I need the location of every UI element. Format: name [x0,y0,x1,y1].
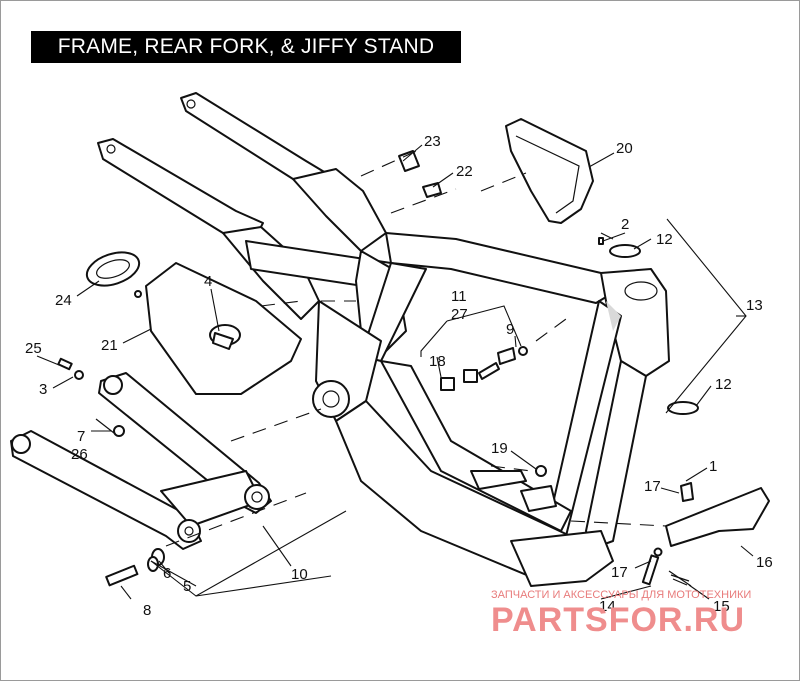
jiffy-washer [653,547,663,557]
rear-fork-assembly [10,372,272,550]
oval-emblem-cap [85,251,141,287]
callout-3: 3 [39,381,47,398]
callout-8: 8 [143,602,151,619]
pivot-hole [322,390,340,408]
rear-crossmember [292,168,387,252]
callout-4: 4 [204,273,212,290]
callout-12-lower: 12 [715,376,732,393]
callout-19: 19 [491,440,508,457]
callout-2: 2 [621,216,629,233]
callout-9: 9 [506,321,514,338]
key [478,362,500,380]
assembly-line [390,188,457,214]
callout-22: 22 [456,163,473,180]
front-lower-crossmember [510,530,614,587]
lock-spring-housing [497,347,516,365]
callout-13: 13 [746,297,763,314]
frame-assembly [97,92,670,587]
lock-spring [518,346,528,356]
callout-23: 23 [424,133,441,150]
right-axle-boss [103,375,123,395]
assembly-line [165,492,307,547]
callout-18: 18 [429,353,446,370]
callout-16: 16 [756,554,773,571]
lock-body [440,377,455,391]
bushing-stud [57,357,73,371]
left-axle-boss [11,434,31,454]
emblem-clip [212,332,234,350]
right-pivot-boss [244,484,270,510]
callout-20: 20 [616,140,633,157]
cover-grommet [134,290,142,298]
callout-7: 7 [77,428,85,445]
callout-21: 21 [101,337,118,354]
callout-27: 27 [451,306,468,323]
seal [147,556,159,572]
wire-clip [398,150,420,172]
callout-1: 1 [709,458,717,475]
plug [535,465,547,477]
jiffy-stand-bracket [520,485,557,512]
jiffy-stand-assembly [641,482,770,587]
callout-15: 15 [713,598,730,615]
watermark-tagline: ЗАПЧАСТИ И АКСЕССУАРЫ ДЛЯ МОТОТЕХНИКИ [491,589,751,601]
assembly-line [570,520,667,527]
diagram-title: FRAME, REAR FORK, & JIFFY STAND [31,31,461,63]
inner-lower-rail [380,360,572,532]
callout-5: 5 [183,578,191,595]
callout-11: 11 [451,288,467,305]
assembly-line [360,148,422,177]
swingarm-pivot-bore [312,380,350,418]
upper-bearing-cup [609,244,641,258]
watermark-logo: PARTSFOR.RU [491,601,745,639]
cable-clip [422,182,442,198]
stop-bolt [680,482,694,502]
callout-17-lower: 17 [611,564,628,581]
callout-6: 6 [163,565,171,582]
swingarm-left-leg [10,430,202,550]
assembly-line [480,172,527,192]
assembly-line [230,408,322,442]
assembly-line [535,318,567,342]
callout-25: 25 [25,340,42,357]
jiffy-stand-leg [665,487,770,547]
assembly-line [260,300,302,307]
callout-17-upper: 17 [644,478,661,495]
transmission-mount [470,470,527,490]
callout-24: 24 [55,292,72,309]
rail-hole [106,144,116,154]
left-pivot-boss [177,519,201,543]
assembly-line [490,465,532,472]
callout-14: 14 [599,598,616,615]
battery-cover [505,118,594,224]
pivot-shaft-bolt [105,564,139,587]
lock-cylinder [463,369,478,383]
rail-hole [186,99,196,109]
callout-10: 10 [291,566,308,583]
callout-12-upper: 12 [656,231,673,248]
bearing-race-pin [598,237,604,245]
washer-ring [113,425,125,437]
nut [74,370,84,380]
jiffy-pivot-pin [641,554,660,586]
steering-head-bore [624,281,658,301]
callout-26: 26 [71,446,88,463]
lower-bearing-cup [667,401,699,415]
